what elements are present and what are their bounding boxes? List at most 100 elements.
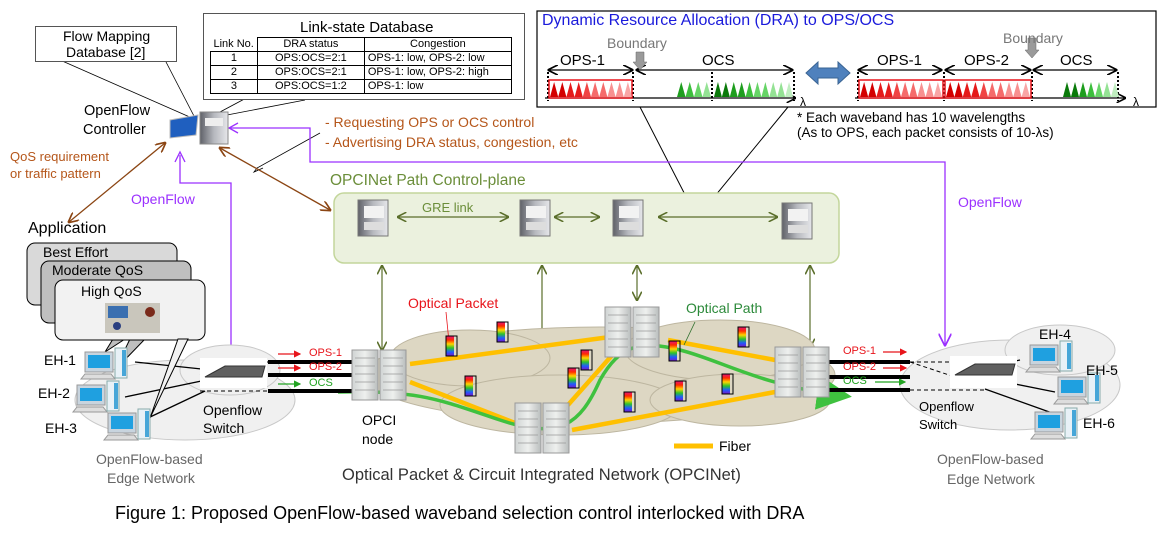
optical-packet-icon (580, 349, 593, 371)
app-level-high-qos: High QoS (81, 283, 142, 299)
openflow-controller-icon (169, 111, 229, 145)
header-dra-status: DRA status (256, 37, 365, 52)
boundary-arrow-icon (632, 51, 648, 71)
dra-title: Dynamic Resource Allocation (DRA) to OPS… (542, 12, 895, 29)
switch-right-label-2: Switch (919, 417, 958, 432)
wavelength-mark (550, 82, 559, 97)
wavelength-mark (702, 82, 711, 97)
server-icon (357, 199, 389, 237)
openflow-switch-right-icon (954, 363, 1016, 376)
host-computer-icon (102, 408, 151, 441)
ocs-wavebands-left-a (677, 82, 711, 97)
wavelength-mark (745, 82, 754, 97)
wavelength-mark (892, 82, 901, 97)
requests-line-1: - Requesting OPS or OCS control (325, 114, 535, 130)
link-state-title: Link-state Database (300, 19, 434, 36)
optical-path-line (337, 343, 852, 431)
wavelength-mark (1071, 82, 1079, 97)
openflow-switch-left-icon (204, 365, 266, 378)
host-computer-icon (79, 347, 128, 380)
cell-congestion: OPS-1: low (363, 79, 512, 94)
wavelength-mark (591, 82, 600, 97)
switch-left-label-1: Openflow (203, 402, 263, 418)
wavelength-mark (1021, 82, 1030, 97)
wavelength-mark (777, 82, 786, 97)
table-header-row: Link No. DRA status Congestion (210, 37, 512, 52)
wavelength-mark (582, 82, 591, 97)
openflow-label-right: OpenFlow (958, 194, 1022, 210)
wavelength-mark (946, 82, 955, 97)
wavelength-mark (566, 82, 575, 97)
edge-right-label-1: OpenFlow-based (937, 451, 1044, 467)
ocs-wavebands-left-b (714, 82, 793, 97)
wavelength-mark (677, 82, 686, 97)
qos-label-2: or traffic pattern (10, 166, 101, 181)
control-plane-box (333, 192, 840, 264)
header-link-no: Link No. (210, 37, 258, 52)
qos-arrow (69, 143, 165, 222)
wavelength-mark (574, 82, 583, 97)
opci-node-rack-icon (604, 306, 660, 358)
wavelength-mark (615, 82, 624, 97)
cell-dra-status: OPS:OCS=1:2 (256, 79, 365, 94)
wavelength-mark (860, 82, 869, 97)
wavelength-mark (607, 82, 616, 97)
flow-left-ops1: OPS-1 (309, 347, 343, 359)
wavelength-mark (925, 82, 934, 97)
wavelength-mark (1095, 82, 1103, 97)
wavelength-mark (884, 82, 893, 97)
wavelength-mark (996, 82, 1005, 97)
host-label-eh1: EH-1 (44, 352, 76, 368)
app-level-best-effort: Best Effort (43, 244, 109, 260)
switch-left-label-2: Switch (203, 420, 245, 436)
dra-right-boundary-label: Boundary (1003, 30, 1063, 46)
host-label-eh5: EH-5 (1086, 362, 1118, 378)
dra-left-lambda: λ (800, 95, 806, 109)
table-row: 2 OPS:OCS=2:1 OPS-1: low, OPS-2: high (210, 65, 512, 80)
wavelength-mark (769, 82, 778, 97)
wavelength-mark (909, 82, 918, 97)
opci-node-rack-icon (351, 349, 407, 401)
wavelength-mark (1004, 82, 1014, 97)
header-congestion: Congestion (363, 37, 512, 52)
wavelength-mark (558, 82, 567, 97)
wavelength-mark (721, 82, 730, 97)
wavelength-mark (988, 82, 997, 97)
cell-link-no: 1 (210, 51, 258, 66)
dra-right-band-ops1: OPS-1 (877, 52, 923, 69)
opci-node-label-2: node (362, 431, 394, 447)
cell-dra-status: OPS:OCS=2:1 (256, 51, 365, 66)
qos-label-1: QoS requirement (10, 149, 109, 164)
opci-node-rack-icon (774, 346, 830, 398)
optical-path-label: Optical Path (686, 300, 763, 316)
wavelength-mark (901, 82, 910, 97)
cell-link-no: 2 (210, 65, 258, 80)
host-label-eh4: EH-4 (1039, 326, 1071, 342)
wavelength-mark (599, 82, 608, 97)
server-icon (781, 202, 813, 240)
dra-right-band-ops2: OPS-2 (964, 52, 1010, 69)
boundary-arrow-icon (1024, 37, 1040, 59)
wavelength-mark (785, 82, 793, 97)
flow-right-ops1: OPS-1 (843, 345, 877, 357)
flow-mapping-database: Flow Mapping Database [2] (35, 26, 177, 62)
control-plane-title: OPCINet Path Control-plane (330, 172, 526, 189)
app-level-moderate-qos: Moderate QoS (52, 262, 144, 278)
dra-right-band-ocs: OCS (1060, 52, 1093, 69)
wavelength-mark (694, 82, 703, 97)
figure-caption: Figure 1: Proposed OpenFlow-based waveba… (115, 503, 805, 523)
fiber-links (409, 334, 776, 433)
wavelength-mark (623, 82, 632, 97)
wavelength-mark (1079, 82, 1087, 97)
wavelength-mark (685, 82, 694, 97)
fiber-legend-label: Fiber (719, 438, 751, 454)
wavelength-mark (1013, 82, 1022, 97)
host-computer-icon (1029, 407, 1078, 440)
wavelength-mark (737, 82, 746, 97)
wavelength-mark (753, 82, 762, 97)
table-row: 3 OPS:OCS=1:2 OPS-1: low (210, 79, 512, 94)
dra-left-band-ocs: OCS (702, 52, 735, 69)
application-title: Application (28, 220, 107, 237)
wavelength-mark (917, 82, 926, 97)
